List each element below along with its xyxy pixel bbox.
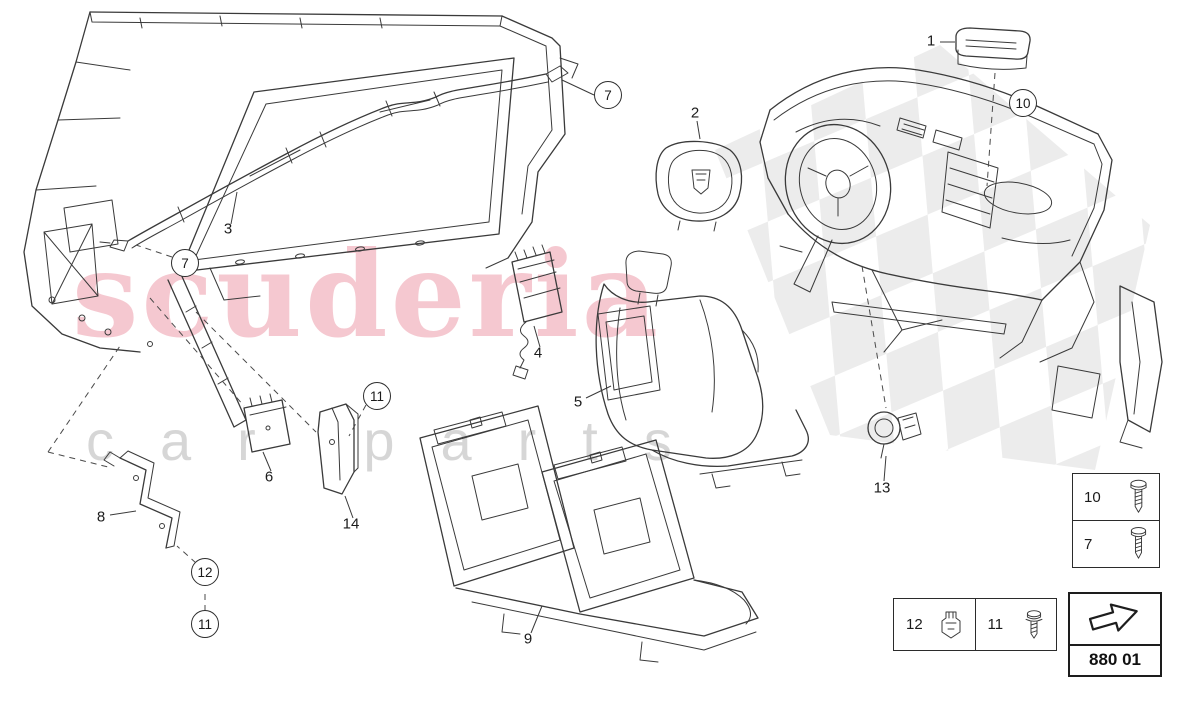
callout-8: 8 bbox=[96, 508, 106, 526]
rear-seat bbox=[419, 405, 759, 663]
callout-circle-10: 10 bbox=[1009, 89, 1037, 117]
legend-part-number-7: 7 bbox=[1084, 535, 1093, 553]
legend-cell-12: 12 bbox=[894, 599, 976, 650]
callout-4: 4 bbox=[533, 344, 543, 362]
callout-circle-11-bottom: 11 bbox=[191, 610, 219, 638]
clip-icon bbox=[941, 611, 960, 638]
callout-1: 1 bbox=[926, 32, 936, 50]
callout-3: 3 bbox=[223, 220, 233, 238]
legend-row-10: 10 bbox=[1073, 474, 1159, 521]
legend-cell-11: 11 bbox=[976, 599, 1057, 650]
callout-2: 2 bbox=[690, 104, 700, 122]
part-group-box: 880 01 bbox=[1068, 592, 1162, 677]
legend-row-7: 7 bbox=[1073, 521, 1159, 567]
direction-arrow-icon bbox=[1088, 603, 1138, 632]
crash-sensor-module bbox=[243, 393, 291, 453]
front-seat bbox=[595, 250, 809, 489]
driver-airbag-module bbox=[655, 140, 743, 232]
leader-lines bbox=[109, 41, 955, 634]
screw-icon bbox=[1130, 479, 1147, 513]
bolt-icon bbox=[1025, 609, 1043, 639]
callout-circle-12: 12 bbox=[191, 558, 219, 586]
arrow-area bbox=[1070, 594, 1160, 644]
fastener-legend: 10 7 bbox=[1072, 473, 1160, 568]
callout-13: 13 bbox=[873, 479, 891, 497]
passenger-airbag-module bbox=[955, 27, 1031, 70]
callout-circle-7-left: 7 bbox=[171, 249, 199, 277]
curtain-airbag bbox=[99, 57, 579, 252]
body-shell bbox=[23, 11, 566, 428]
part-group-code: 880 01 bbox=[1070, 644, 1160, 675]
callout-6: 6 bbox=[264, 468, 274, 486]
side-airbag-module bbox=[511, 244, 563, 380]
sensor-13 bbox=[867, 411, 922, 459]
watermark-brand: scuderia bbox=[72, 225, 662, 364]
watermark-sub: car parts bbox=[86, 409, 718, 472]
callout-circle-7-top: 7 bbox=[594, 81, 622, 109]
clip-legend: 12 11 bbox=[893, 598, 1057, 651]
assembly-dashed-lines bbox=[47, 72, 996, 611]
screw-icon bbox=[1130, 527, 1147, 559]
mounting-bracket-8 bbox=[103, 450, 181, 549]
callout-14: 14 bbox=[342, 515, 360, 533]
mounting-bracket-14 bbox=[317, 403, 359, 495]
dashboard bbox=[759, 67, 1163, 449]
legend-part-number-10: 10 bbox=[1084, 488, 1101, 506]
callout-5: 5 bbox=[573, 393, 583, 411]
legend-part-number-12: 12 bbox=[906, 616, 923, 633]
callout-circle-11-top: 11 bbox=[363, 382, 391, 410]
legend-part-number-11: 11 bbox=[987, 616, 1004, 633]
callout-9: 9 bbox=[523, 630, 533, 648]
